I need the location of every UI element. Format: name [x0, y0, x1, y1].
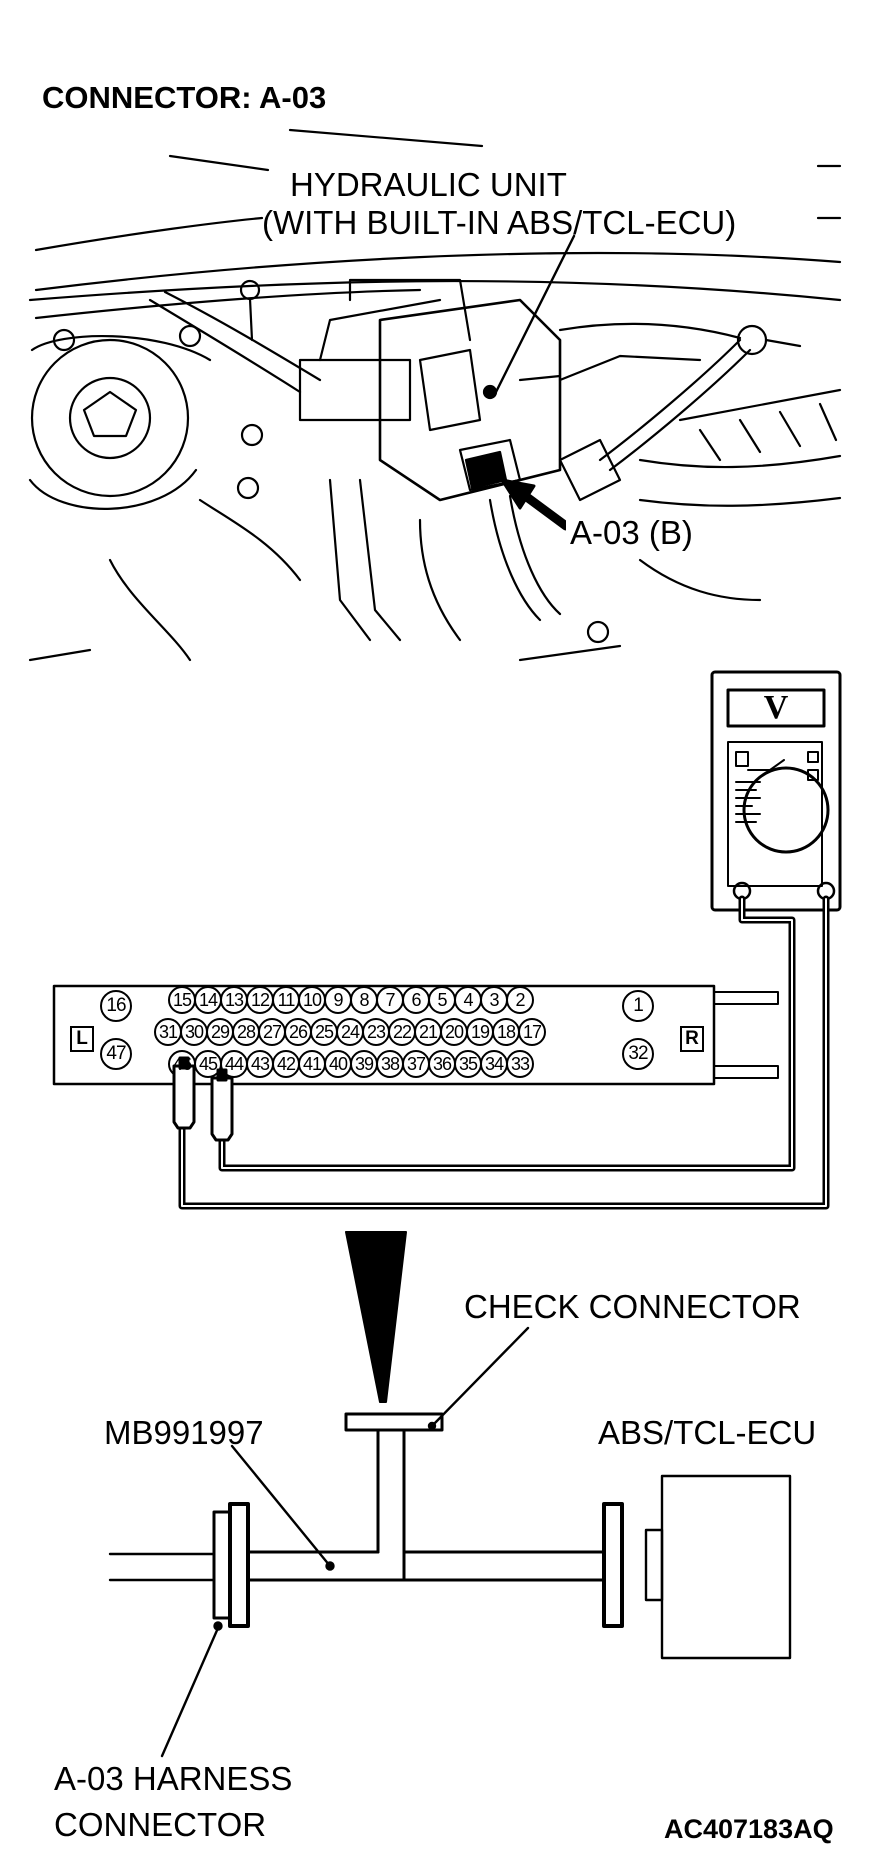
connector-pin-number: 9 — [333, 990, 343, 1010]
tool-label: MB991997 — [104, 1414, 264, 1451]
connector-pin — [100, 1038, 132, 1070]
engine-bay-illustration — [28, 128, 842, 662]
connector-pin-number: 8 — [359, 990, 369, 1010]
connector-pin-number: 12 — [250, 990, 270, 1010]
connector-pin-number: 37 — [406, 1054, 426, 1074]
connector-pin-number: 28 — [236, 1022, 256, 1042]
connector-pin-number: 38 — [380, 1054, 400, 1074]
test-harness-schematic — [108, 1412, 792, 1660]
connector-pin-number: 42 — [276, 1054, 296, 1074]
connector-pin — [100, 990, 132, 1022]
harness-connector-outer — [212, 1510, 232, 1620]
connector-pin — [506, 1050, 534, 1078]
ecu-box — [660, 1474, 792, 1660]
probe-tip-right — [210, 1068, 234, 1142]
connector-pin-number: 24 — [340, 1022, 360, 1042]
connector-pin-number: 40 — [328, 1054, 348, 1074]
connector-pin-number: 11 — [277, 990, 296, 1010]
connector-pin-number: 25 — [314, 1022, 334, 1042]
pointer-triangle — [345, 1231, 407, 1403]
ecu-label: ABS/TCL-ECU — [598, 1414, 817, 1451]
connector-pin-number: 7 — [385, 990, 395, 1010]
connector-pin-number: 2 — [515, 990, 525, 1010]
connector-pin — [622, 990, 654, 1022]
schematic-leaders — [160, 1326, 530, 1758]
connector-pin-number: 15 — [172, 990, 192, 1010]
connector-pin-number: 34 — [484, 1054, 504, 1074]
connector-pin-number: 1 — [633, 995, 644, 1016]
connector-pin-number: 33 — [510, 1054, 530, 1074]
connector-pin-number: 13 — [224, 990, 244, 1010]
connector-pin-number: 6 — [411, 990, 421, 1010]
meter-dial — [742, 766, 830, 854]
harness-label-line1: A-03 HARNESS — [54, 1760, 293, 1797]
diagram-title: CONNECTOR: A-03 — [42, 80, 327, 115]
connector-arrow — [500, 478, 571, 531]
check-connector-symbol — [344, 1412, 444, 1432]
connector-callout-label: A-03 (B) — [566, 516, 697, 549]
connector-pin-number: 41 — [302, 1054, 322, 1074]
harness-label-line2: CONNECTOR — [54, 1806, 267, 1843]
connector-left-tag: L — [70, 1026, 94, 1052]
check-connector-label: CHECK CONNECTOR — [464, 1288, 801, 1325]
connector-pin-number: 36 — [432, 1054, 452, 1074]
connector-pin-number: 39 — [354, 1054, 374, 1074]
ecu-side-connector — [602, 1502, 624, 1628]
connector-pin-number: 16 — [106, 995, 126, 1016]
strut-tower-inner — [68, 376, 152, 460]
connector-face — [52, 984, 779, 1086]
connector-pin-number: 17 — [522, 1022, 542, 1042]
ecu-box-tab — [644, 1528, 664, 1602]
meter-display-v: V — [763, 689, 789, 726]
connector-pin-number: 44 — [224, 1054, 244, 1074]
figure-id: AC407183AQ — [664, 1814, 834, 1844]
connector-pin — [622, 1038, 654, 1070]
connector-pin-number: 18 — [496, 1022, 516, 1042]
connector-pin-number: 47 — [106, 1043, 126, 1064]
connector-pin-number: 4 — [463, 990, 473, 1010]
connector-pin-number: 20 — [444, 1022, 464, 1042]
connector-pin-number: 21 — [418, 1022, 438, 1042]
connector-pin-number: 10 — [302, 990, 322, 1010]
connector-pin-number: 23 — [366, 1022, 386, 1042]
connector-pin-number: 26 — [288, 1022, 308, 1042]
connector-pin-number: 5 — [437, 990, 447, 1010]
connector-pin-number: 46 — [172, 1054, 192, 1074]
connector-pin — [518, 1018, 546, 1046]
harness-connector-inner — [228, 1502, 250, 1628]
connector-pin-number: 32 — [628, 1043, 648, 1064]
hydraulic-unit-label-line2: (WITH BUILT-IN ABS/TCL-ECU) — [262, 204, 737, 241]
connector-pin-number: 27 — [262, 1022, 282, 1042]
connector-pin-number: 31 — [158, 1022, 178, 1042]
hydraulic-unit-label-line1: HYDRAULIC UNIT — [290, 166, 567, 203]
connector-pin-number: 14 — [198, 990, 218, 1010]
connector-pin-grid — [100, 986, 654, 1078]
hydraulic-unit-leader — [494, 234, 576, 394]
connector-pin-number: 43 — [250, 1054, 270, 1074]
probe-tip-left — [172, 1056, 196, 1130]
connector-pin-number: 3 — [489, 990, 499, 1010]
connector-pin-number: 35 — [458, 1054, 478, 1074]
connector-pin-number: 19 — [470, 1022, 490, 1042]
connector-pin-number: 30 — [184, 1022, 204, 1042]
voltmeter — [710, 670, 842, 912]
connector-pin-number: 29 — [210, 1022, 230, 1042]
connector-pin-number: 22 — [392, 1022, 412, 1042]
connector-pin — [506, 986, 534, 1014]
strut-tower-outer — [30, 338, 190, 498]
connector-pin-number: 45 — [198, 1054, 218, 1074]
connector-right-tag: R — [680, 1026, 704, 1052]
